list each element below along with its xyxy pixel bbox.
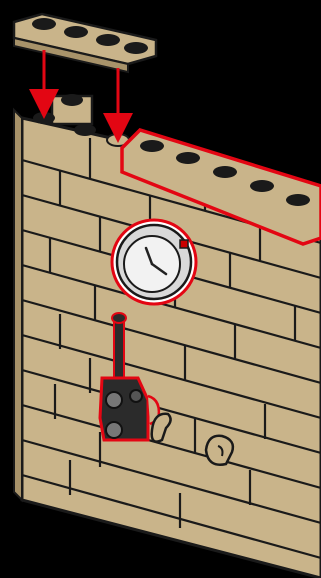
clock-tile xyxy=(112,220,196,304)
clip-hook-2 xyxy=(206,436,233,465)
wall-side-face xyxy=(14,110,22,500)
